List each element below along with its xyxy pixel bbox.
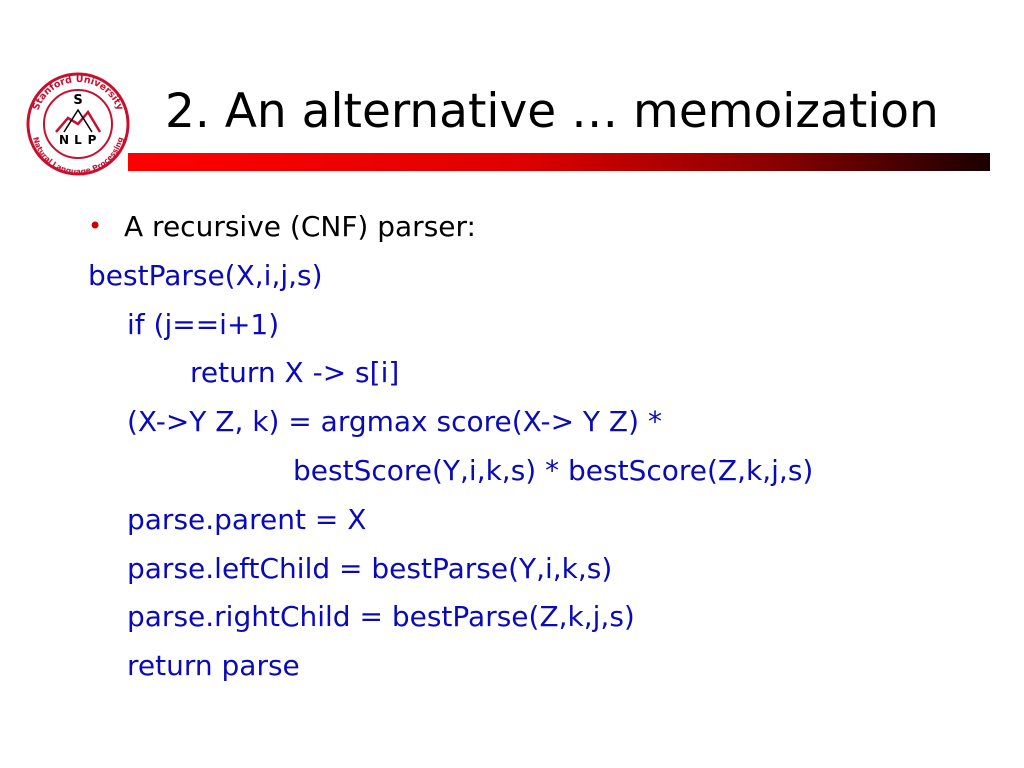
logo-letter-p: P xyxy=(88,133,97,147)
code-line-9: return parse xyxy=(127,649,300,682)
code-line-7: parse.leftChild = bestParse(Y,i,k,s) xyxy=(127,552,613,585)
code-line-2: if (j==i+1) xyxy=(127,308,280,341)
stanford-nlp-logo: Stanford University Natural Language Pro… xyxy=(26,72,130,176)
logo-letter-l: L xyxy=(74,133,82,147)
title-rule xyxy=(128,153,990,171)
slide-title: 2. An alternative … memoization xyxy=(165,84,939,139)
code-line-4: (X->Y Z, k) = argmax score(X-> Y Z) * xyxy=(127,405,662,438)
bullet-text: A recursive (CNF) parser: xyxy=(124,210,476,243)
code-line-1: bestParse(X,i,j,s) xyxy=(88,259,323,292)
code-line-3: return X -> s[i] xyxy=(190,356,400,389)
logo-letter-s: S xyxy=(73,93,82,108)
logo-peaks-icon xyxy=(55,109,102,133)
code-line-8: parse.rightChild = bestParse(Z,k,j,s) xyxy=(127,600,635,633)
bullet-item: • A recursive (CNF) parser: xyxy=(88,210,476,243)
logo-letter-n: N xyxy=(59,133,69,147)
bullet-dot-icon: • xyxy=(88,212,103,240)
code-line-5: bestScore(Y,i,k,s) * bestScore(Z,k,j,s) xyxy=(293,454,814,487)
logo-tree-icon xyxy=(63,108,93,133)
code-line-6: parse.parent = X xyxy=(127,503,367,536)
